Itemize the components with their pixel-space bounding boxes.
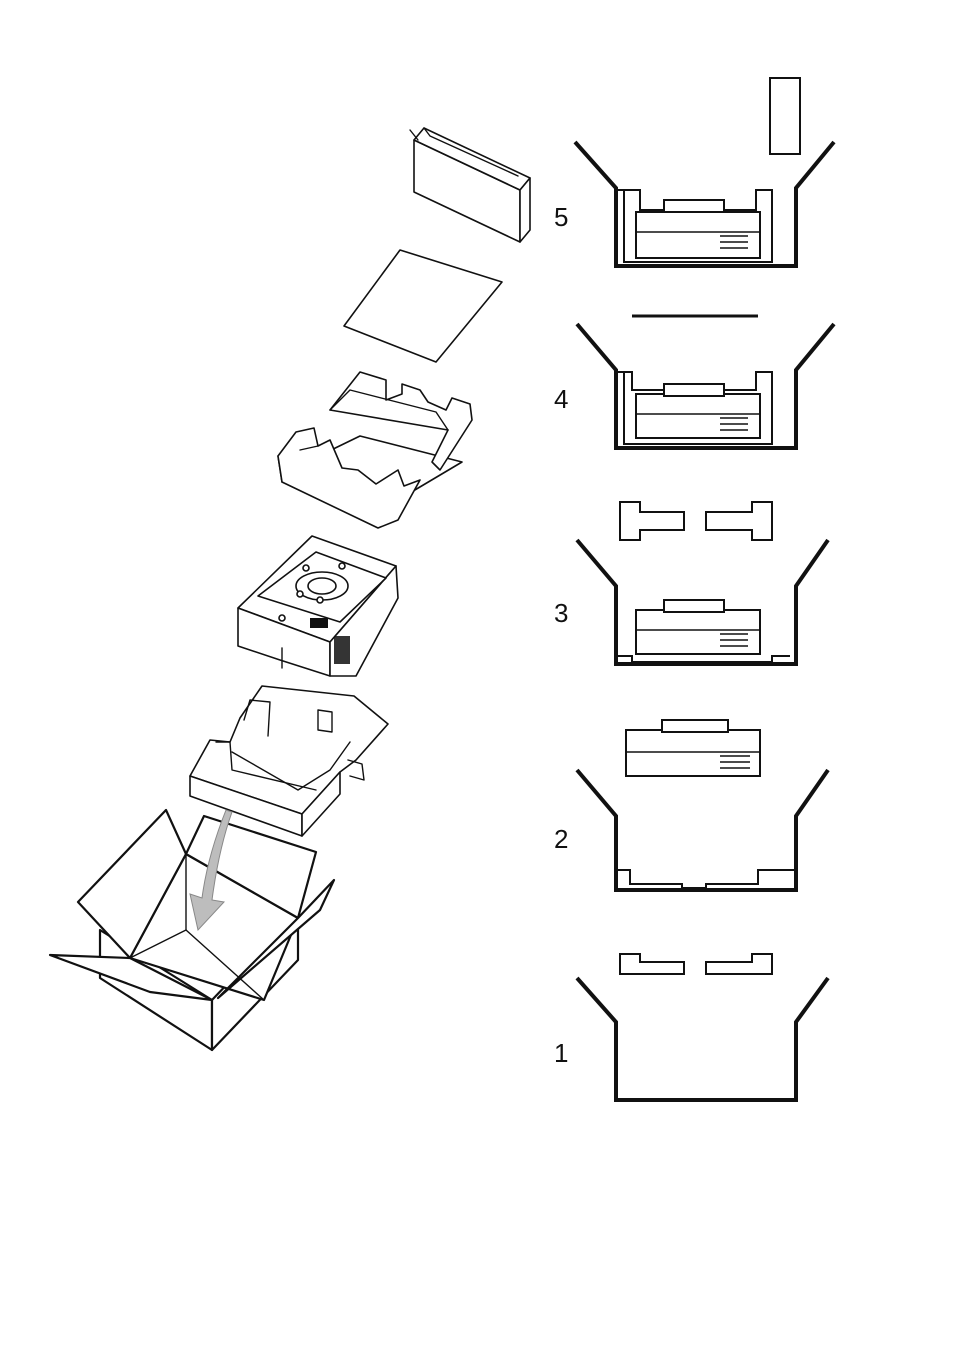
step-2: 2 (554, 720, 828, 890)
printer-unit (238, 536, 398, 676)
cardboard-sheet-edge (770, 78, 800, 154)
lower-foam-insert (190, 686, 388, 836)
step-3: 3 (554, 502, 828, 664)
upper-foam-left (620, 502, 684, 540)
vent-grille (310, 618, 328, 628)
shipping-box (50, 810, 334, 1050)
step-5: 5 (554, 78, 834, 266)
step-number: 5 (554, 202, 568, 232)
step-number: 1 (554, 1038, 568, 1068)
upper-foam-insert (278, 372, 472, 528)
step-number: 3 (554, 598, 568, 628)
cover-sleeve (410, 128, 530, 242)
cardboard-sheet (344, 250, 502, 362)
step-1: 1 (554, 954, 828, 1100)
lower-foam-right (706, 954, 772, 974)
printer-section (626, 730, 760, 776)
step-number: 4 (554, 384, 568, 414)
lower-foam-left (620, 954, 684, 974)
upper-foam-right (706, 502, 772, 540)
step-4: 4 (554, 316, 834, 448)
step-number: 2 (554, 824, 568, 854)
exploded-view (50, 128, 530, 1050)
step-sections: 5 4 3 (554, 78, 834, 1100)
